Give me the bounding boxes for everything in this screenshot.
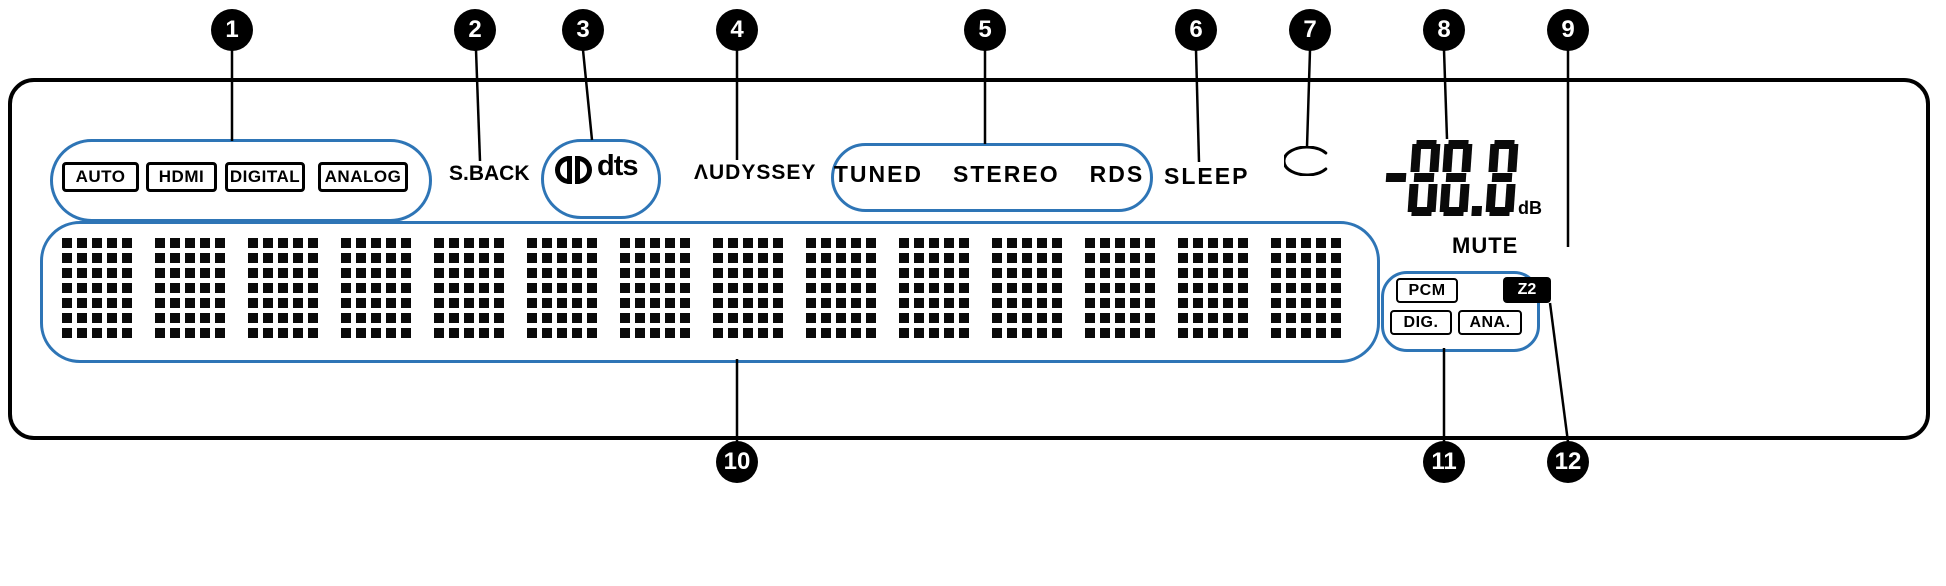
volume-unit-label: dB: [1518, 198, 1542, 218]
tuned-indicator: TUNED: [833, 161, 924, 187]
dolby-right-d: [575, 156, 592, 184]
sleep-indicator: SLEEP: [1164, 163, 1250, 189]
matrix-cell: [155, 238, 225, 338]
matrix-cell: [806, 238, 876, 338]
volume-display: [1383, 140, 1519, 216]
stereo-indicator: STEREO: [953, 161, 1060, 187]
loop-circle-icon: [1284, 146, 1328, 176]
volume-digit: [1383, 140, 1408, 216]
annotation-decoders: [541, 139, 661, 219]
matrix-cell: [992, 238, 1062, 338]
analog-signal-indicator: ANA.: [1458, 310, 1522, 335]
matrix-cell: [248, 238, 318, 338]
annotation-input-modes: [50, 139, 432, 222]
callout-12: 12: [1547, 441, 1589, 483]
matrix-cell: [62, 238, 132, 338]
matrix-cell: [341, 238, 411, 338]
matrix-cell: [434, 238, 504, 338]
input-mode-auto-indicator: AUTO: [62, 162, 139, 192]
matrix-cell: [527, 238, 597, 338]
input-mode-hdmi-indicator: HDMI: [146, 162, 217, 192]
matrix-cell: [1271, 238, 1341, 338]
callout-3: 3: [562, 9, 604, 51]
volume-digit: [1407, 140, 1441, 216]
matrix-cell: [1178, 238, 1248, 338]
zone2-indicator: Z2: [1503, 277, 1551, 303]
annotation-tuner-modes: [831, 143, 1153, 212]
digital-signal-indicator: DIG.: [1390, 310, 1452, 335]
volume-digit: [1485, 140, 1519, 216]
rds-indicator: RDS: [1089, 161, 1145, 187]
matrix-cell: [620, 238, 690, 338]
input-mode-analog-indicator: ANALOG: [318, 162, 408, 192]
mute-indicator: MUTE: [1452, 233, 1519, 258]
callout-7: 7: [1289, 9, 1331, 51]
volume-digit: [1439, 140, 1473, 216]
audyssey-indicator: ΛUDYSSEY: [694, 161, 817, 184]
callout-9: 9: [1547, 9, 1589, 51]
volume-digit: [1471, 140, 1486, 216]
callout-4: 4: [716, 9, 758, 51]
callout-8: 8: [1423, 9, 1465, 51]
surround-back-indicator: S.BACK: [449, 162, 530, 185]
callout-10: 10: [716, 441, 758, 483]
annotation-signal-indicators: [1381, 271, 1540, 352]
callout-6: 6: [1175, 9, 1217, 51]
input-mode-digital-indicator: DIGITAL: [225, 162, 305, 192]
callout-11: 11: [1423, 441, 1465, 483]
callout-1: 1: [211, 9, 253, 51]
dolby-left-d: [555, 156, 572, 184]
matrix-cell: [1085, 238, 1155, 338]
matrix-cell: [713, 238, 783, 338]
callout-2: 2: [454, 9, 496, 51]
tuner-mode-indicators: TUNED STEREO RDS: [831, 143, 1147, 206]
matrix-cell: [899, 238, 969, 338]
dolby-double-d-icon: [555, 156, 592, 184]
dot-matrix-display: [62, 238, 1343, 338]
dts-logo: dts: [597, 150, 638, 182]
annotation-dot-matrix: [40, 221, 1380, 363]
callout-5: 5: [964, 9, 1006, 51]
pcm-indicator: PCM: [1396, 278, 1458, 303]
